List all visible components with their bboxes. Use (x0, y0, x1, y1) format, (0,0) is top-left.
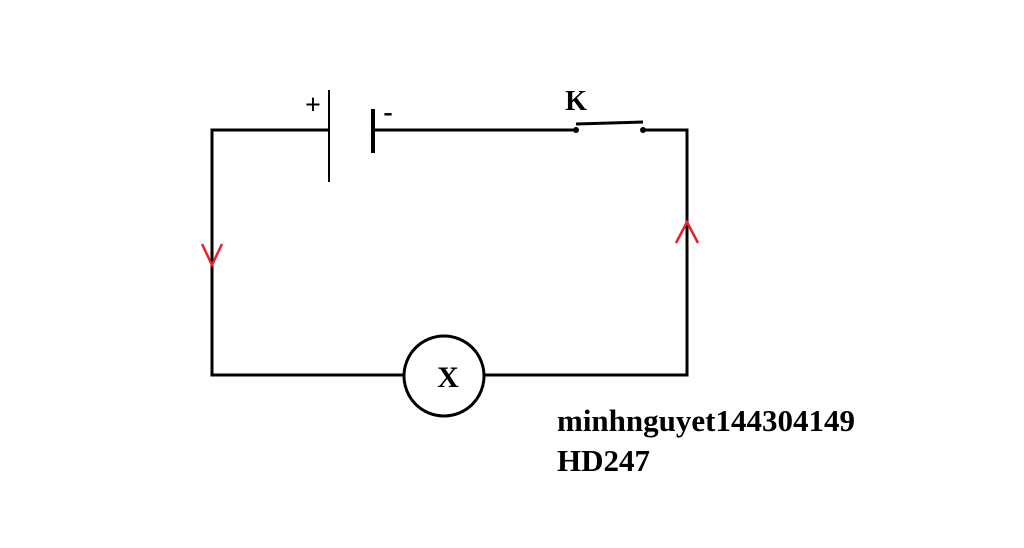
battery-positive-label: + (305, 90, 321, 121)
wire-left (210, 128, 405, 377)
switch-icon (573, 120, 646, 133)
battery-negative-label: - (383, 97, 392, 128)
switch-label: K (565, 86, 587, 117)
wire-right (483, 128, 689, 377)
circuit-wires (210, 128, 689, 377)
switch-contact-right (640, 127, 646, 133)
lamp-icon (402, 334, 486, 418)
current-arrow-icon-down (200, 243, 224, 268)
credit-author: minhnguyet144304149 (557, 403, 855, 438)
lamp-label: X (437, 361, 459, 394)
switch-lever (575, 120, 644, 126)
switch-contact-left (573, 127, 579, 133)
battery-icon (328, 90, 375, 182)
current-arrow-icon-up (674, 219, 700, 244)
lamp-circle (402, 334, 486, 418)
credit-site: HD247 (557, 443, 650, 478)
